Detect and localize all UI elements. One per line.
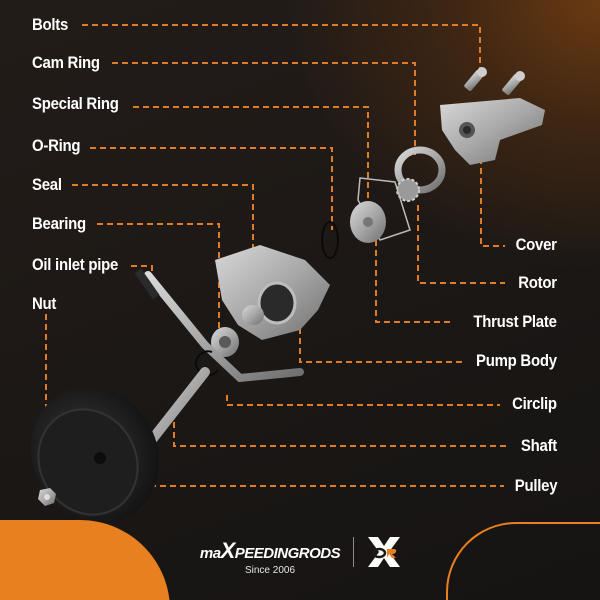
label-nut: Nut [32, 294, 57, 313]
label-special-ring: Special Ring [32, 94, 119, 113]
label-pulley: Pulley [514, 476, 558, 495]
label-o-ring: O-Ring [32, 136, 81, 155]
label-oil-inlet-pipe: Oil inlet pipe [32, 255, 119, 274]
label-seal: Seal [32, 175, 62, 194]
label-bearing: Bearing [32, 214, 86, 233]
label-thrust-plate: Thrust Plate [473, 312, 558, 331]
label-pump-body: Pump Body [476, 351, 557, 370]
label-circlip: Circlip [512, 394, 557, 413]
brand-divider [353, 537, 354, 567]
label-cover: Cover [515, 235, 557, 254]
bolts-part [464, 67, 525, 95]
label-bolts: Bolts [32, 15, 69, 34]
label-rotor: Rotor [518, 273, 557, 292]
brand-x: X [220, 538, 236, 563]
or-x-logo-icon [368, 537, 400, 567]
label-shaft: Shaft [520, 436, 557, 455]
brand-tagline: Since 2006 [244, 565, 296, 576]
brand-rest: PEEDINGRODS [234, 545, 341, 562]
brand-logo: maXPEEDINGRODS Since 2006 [190, 538, 350, 576]
brand-name: maXPEEDINGRODS [190, 538, 350, 564]
brand-prefix: ma [199, 545, 221, 562]
label-cam-ring: Cam Ring [32, 53, 100, 72]
